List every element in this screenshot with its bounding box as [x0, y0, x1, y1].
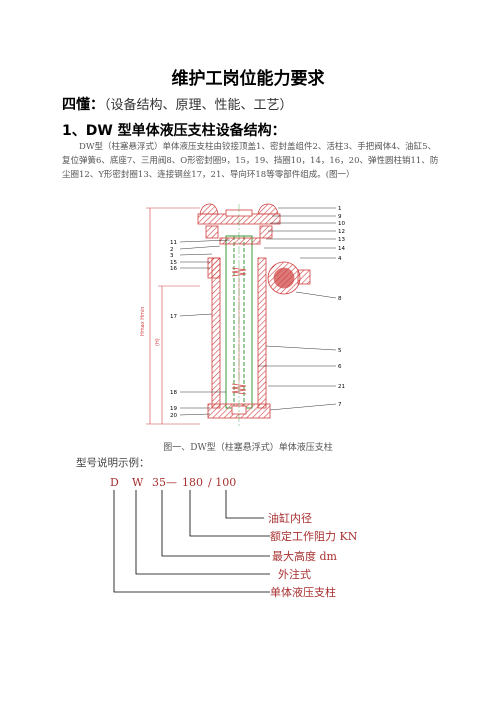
- model-code-resistance: 180: [182, 476, 203, 489]
- svg-text:7: 7: [338, 402, 342, 408]
- structure-description: DW型（柱塞悬浮式）单体液压支柱由铰接顶盖1、密封盖组件2、活柱3、手把阀体4、…: [62, 142, 439, 180]
- svg-text:21: 21: [338, 384, 345, 390]
- svg-text:4: 4: [338, 256, 342, 262]
- legend-single-hydraulic-prop: 单体液压支柱: [270, 586, 336, 599]
- section-heading-four-understandings: 四懂：（设备结构、原理、性能、工艺）: [62, 94, 293, 114]
- page-title: 维护工岗位能力要求: [171, 69, 325, 89]
- svg-text:20: 20: [170, 413, 177, 419]
- svg-text:6: 6: [338, 364, 342, 370]
- svg-text:13: 13: [338, 237, 345, 243]
- svg-text:8: 8: [338, 296, 342, 302]
- model-code-diameter: / 100: [208, 476, 237, 489]
- leader-lines-left: [179, 239, 231, 416]
- model-code: D W 35— 180 / 100: [80, 476, 240, 492]
- dimension-label-max: Hmax Hmin: [140, 307, 146, 336]
- svg-text:2: 2: [170, 247, 174, 253]
- leader-lines-right: [258, 207, 337, 411]
- dimension-label-stroke: (H): [155, 338, 161, 346]
- hydraulic-prop-drawing: Hmax Hmin (H): [140, 203, 345, 426]
- svg-text:12: 12: [338, 229, 345, 235]
- svg-text:16: 16: [170, 266, 177, 272]
- svg-text:17: 17: [170, 314, 177, 320]
- section-heading-bold: 四懂：: [62, 97, 104, 113]
- cylinder-body: [205, 225, 273, 409]
- part-numbers-left: 11 2 3 15 16 17 18 19 20: [170, 240, 177, 419]
- model-code-height: 35—: [152, 476, 177, 489]
- legend-external-injection: 外注式: [278, 568, 311, 581]
- subsection-title: 1、DW 型单体液压支柱: [62, 123, 216, 139]
- svg-text:5: 5: [338, 348, 342, 354]
- svg-text:1: 1: [338, 206, 342, 212]
- dimension-lines: [146, 207, 200, 425]
- subsection-suffix: 设备结构：: [215, 123, 286, 139]
- model-example-label: 型号说明示例：: [76, 457, 150, 469]
- svg-text:9: 9: [338, 214, 342, 220]
- legend-rated-resistance: 额定工作阻力 KN: [270, 530, 358, 543]
- part-numbers-right: 1 9 10 12 13 14 4 8 5 6 21 7: [338, 206, 345, 408]
- svg-text:10: 10: [338, 221, 345, 227]
- svg-text:15: 15: [170, 260, 177, 266]
- model-code-w: W: [132, 476, 144, 489]
- svg-text:18: 18: [170, 390, 177, 396]
- svg-text:14: 14: [338, 246, 345, 252]
- subsection-heading-structure: 1、DW 型单体液压支柱设备结构：: [62, 120, 286, 140]
- handle-valve-body: [267, 261, 311, 295]
- figure-caption: 图一、DW型（柱塞悬浮式）单体液压支柱: [163, 443, 333, 453]
- svg-text:19: 19: [170, 406, 177, 412]
- legend-cylinder-diameter: 油缸内径: [268, 512, 312, 525]
- section-heading-normal: （设备结构、原理、性能、工艺）: [104, 98, 293, 113]
- legend-max-height: 最大高度 dm: [272, 550, 337, 563]
- model-code-d: D: [110, 476, 119, 489]
- svg-text:3: 3: [170, 253, 174, 259]
- svg-text:11: 11: [170, 240, 177, 246]
